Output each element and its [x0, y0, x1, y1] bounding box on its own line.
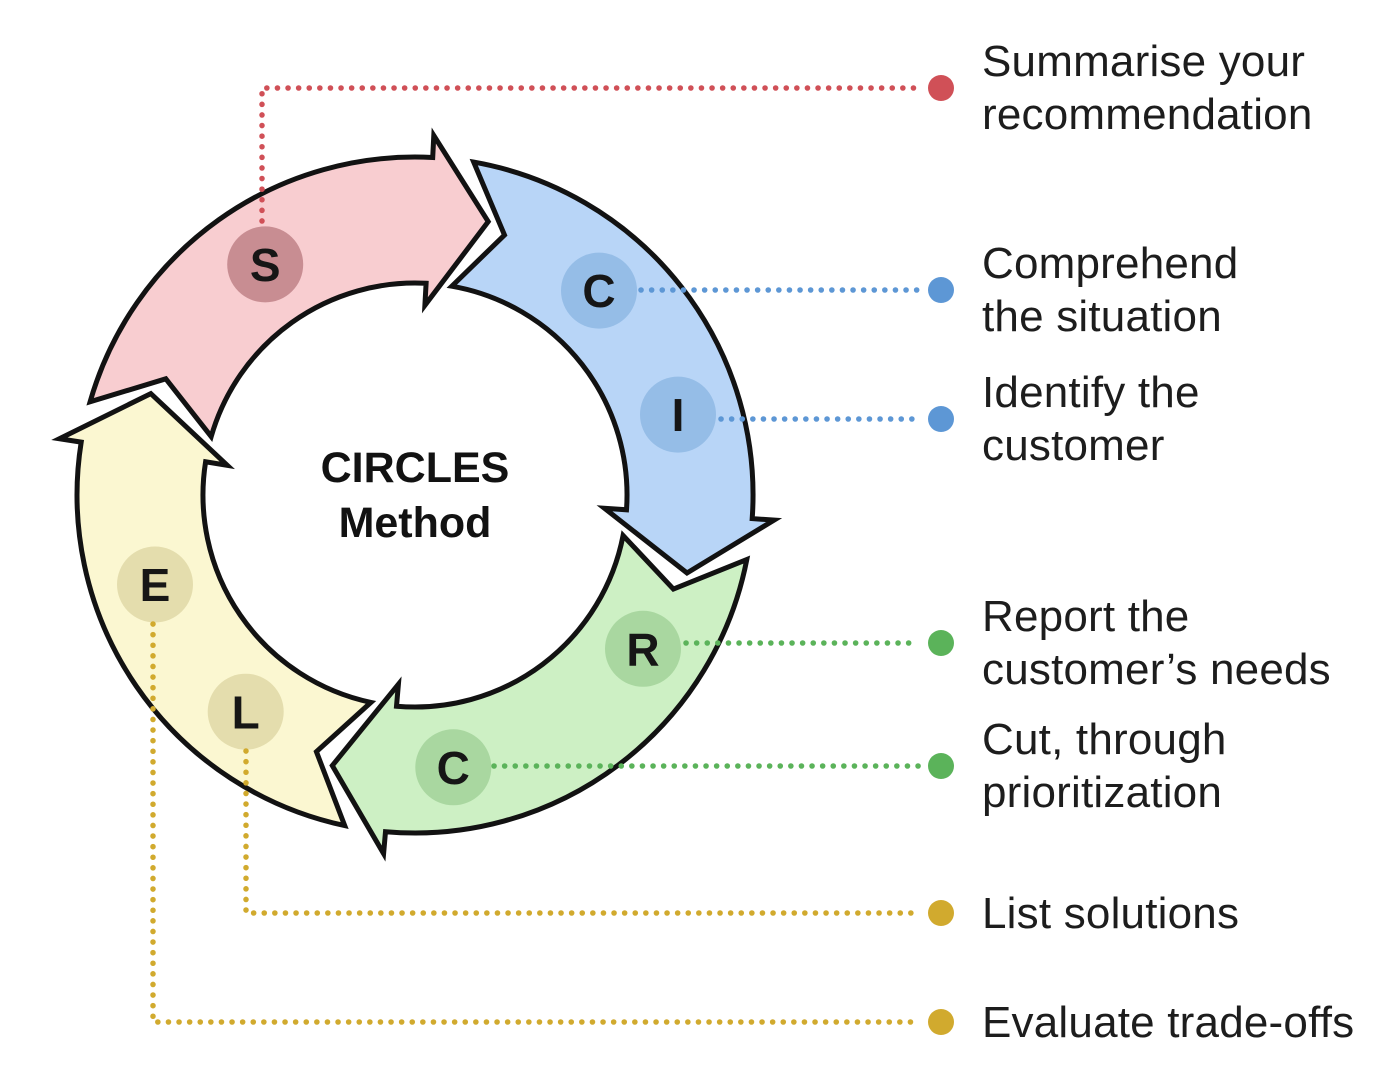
ring-letter-circle-summarise-S — [227, 226, 304, 303]
connector-dot-summarise — [928, 75, 954, 101]
ring-letter-S: S — [250, 239, 281, 291]
arrow-segment-list-evaluate — [51, 390, 377, 830]
diagram-title-line2: Method — [338, 499, 492, 547]
label-evaluate-tradeoffs: Evaluate trade-offs — [982, 997, 1355, 1047]
connector-dot-evaluate — [928, 1009, 954, 1035]
ring-letter-C: C — [582, 265, 615, 317]
ring-letter-R: R — [626, 623, 659, 675]
diagram-title: CIRCLES Method — [257, 441, 573, 551]
connector-dot-report — [928, 630, 954, 656]
ring-letter-circle-report-cut-R — [605, 610, 681, 687]
label-report-needs: Report the customer’s needs — [982, 592, 1331, 694]
label-comprehend-situation: Comprehend the situation — [982, 239, 1239, 341]
ring-letter-I: I — [672, 389, 685, 441]
connector-dot-comprehend — [928, 277, 954, 303]
connector-dot-list — [928, 900, 954, 926]
label-identify-customer: Identify the customer — [982, 368, 1200, 470]
label-summarise-recommendation: Summarise your recommendation — [982, 37, 1313, 139]
connector-dot-cut — [928, 753, 954, 779]
diagram-title-line1: CIRCLES — [320, 444, 510, 492]
ring-letter-L: L — [232, 686, 260, 738]
arrow-segment-report-cut — [329, 530, 751, 862]
ring-letter-circle-comprehend-identify-C — [561, 252, 637, 329]
label-cut-prioritization: Cut, through prioritization — [982, 715, 1227, 817]
connector-line-summarise — [259, 85, 922, 224]
ring-letter-C: C — [437, 742, 470, 794]
ring-letter-circle-report-cut-C — [415, 729, 492, 806]
ring-letter-circle-list-evaluate-E — [117, 546, 193, 623]
label-list-solutions: List solutions — [982, 888, 1240, 938]
ring-letter-circle-list-evaluate-L — [207, 673, 284, 750]
arrow-segment-comprehend-identify — [446, 158, 783, 577]
ring-letter-circle-comprehend-identify-I — [640, 376, 716, 453]
connector-line-list — [243, 748, 922, 916]
ring-letter-E: E — [140, 559, 171, 611]
connector-dot-identify — [928, 406, 954, 432]
